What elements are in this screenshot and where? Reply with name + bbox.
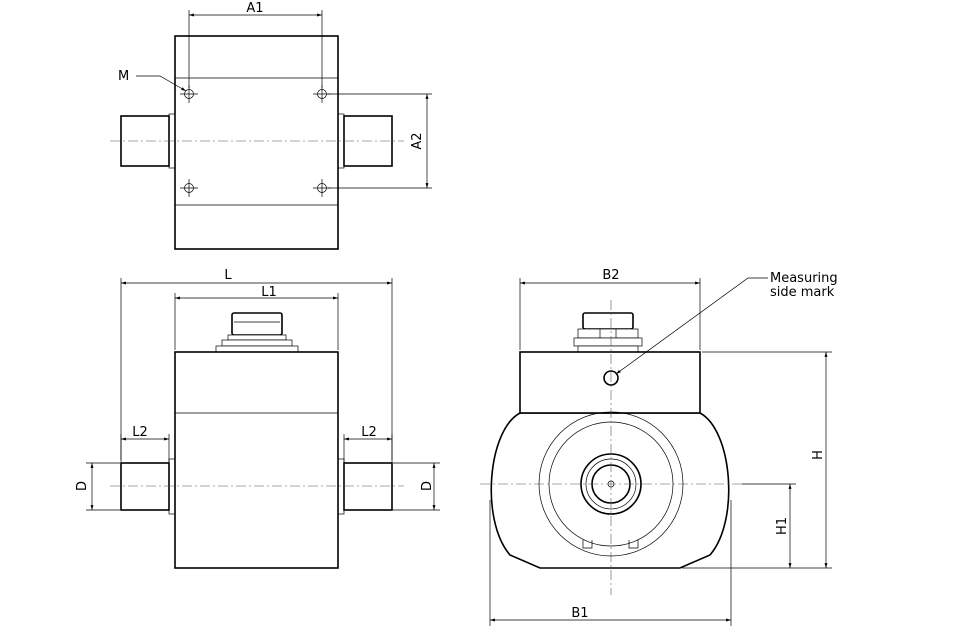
dim-label-h1: H1 xyxy=(775,517,790,535)
label-measuring-line2: side mark xyxy=(770,285,835,300)
label-measuring-line1: Measuring xyxy=(770,271,838,286)
top-view-body xyxy=(174,35,339,250)
dim-label-a1: A1 xyxy=(246,1,263,16)
dim-label-l: L xyxy=(224,268,232,283)
side-view: B2 B1 H H1 Measuring side mark xyxy=(480,268,838,626)
dim-label-d-right: D xyxy=(420,481,435,491)
label-m: M xyxy=(118,69,129,84)
dim-label-l1: L1 xyxy=(261,285,277,300)
dim-label-l2-right: L2 xyxy=(361,425,377,440)
dim-label-a2: A2 xyxy=(410,132,425,149)
dim-label-h: H xyxy=(811,450,826,460)
dim-label-b1: B1 xyxy=(571,606,588,621)
front-view: L L1 L2 L2 D D xyxy=(75,268,440,569)
dim-label-l2-left: L2 xyxy=(132,425,148,440)
front-left-shaft xyxy=(120,462,170,511)
front-view-body xyxy=(174,351,339,569)
top-view: A1 A2 M xyxy=(110,1,432,250)
dim-label-b2: B2 xyxy=(602,268,619,283)
dim-label-d-left: D xyxy=(75,481,90,491)
front-right-shaft xyxy=(343,462,393,511)
side-view-lower-body xyxy=(490,412,730,569)
